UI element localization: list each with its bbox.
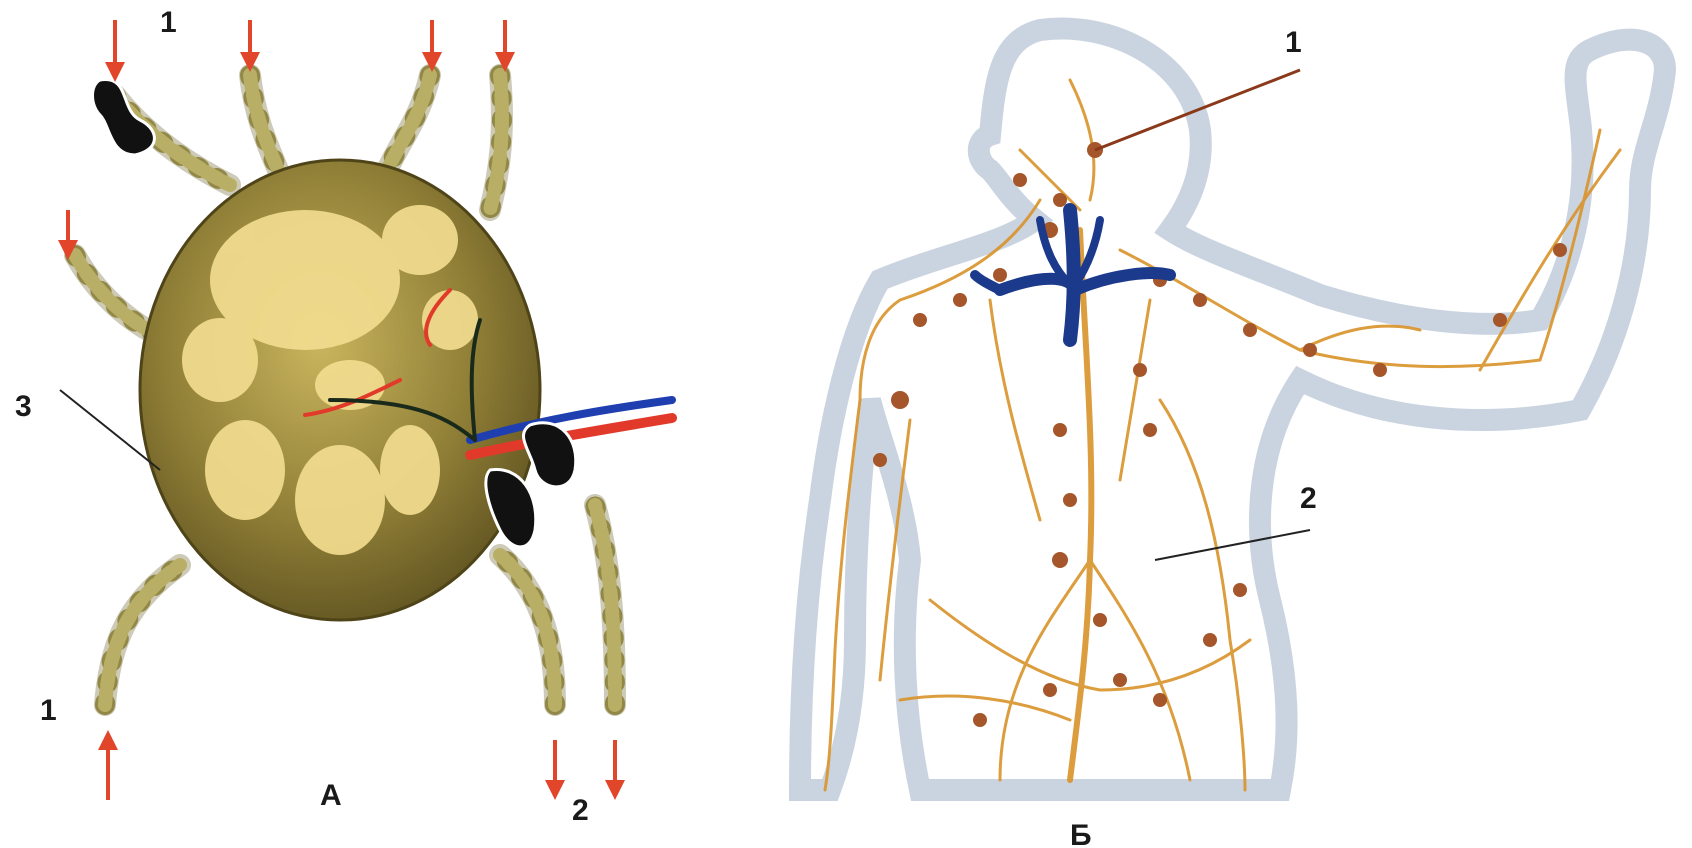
capsule-label: 3 [15,390,32,423]
afferent-label-top: 1 [160,6,177,39]
panel-b-lymphatic-system: 1 2 Б [800,26,1665,848]
afferent-label-bottom: 1 [40,694,57,727]
efferent-label: 2 [572,794,589,827]
panel-b-label: Б [1070,819,1092,848]
node-label: 1 [1285,26,1302,59]
panel-a-label: А [320,779,342,812]
duct-label: 2 [1300,482,1317,515]
body-silhouette [800,28,1665,790]
panel-a-lymph-node: 1 1 2 3 А [15,6,672,827]
